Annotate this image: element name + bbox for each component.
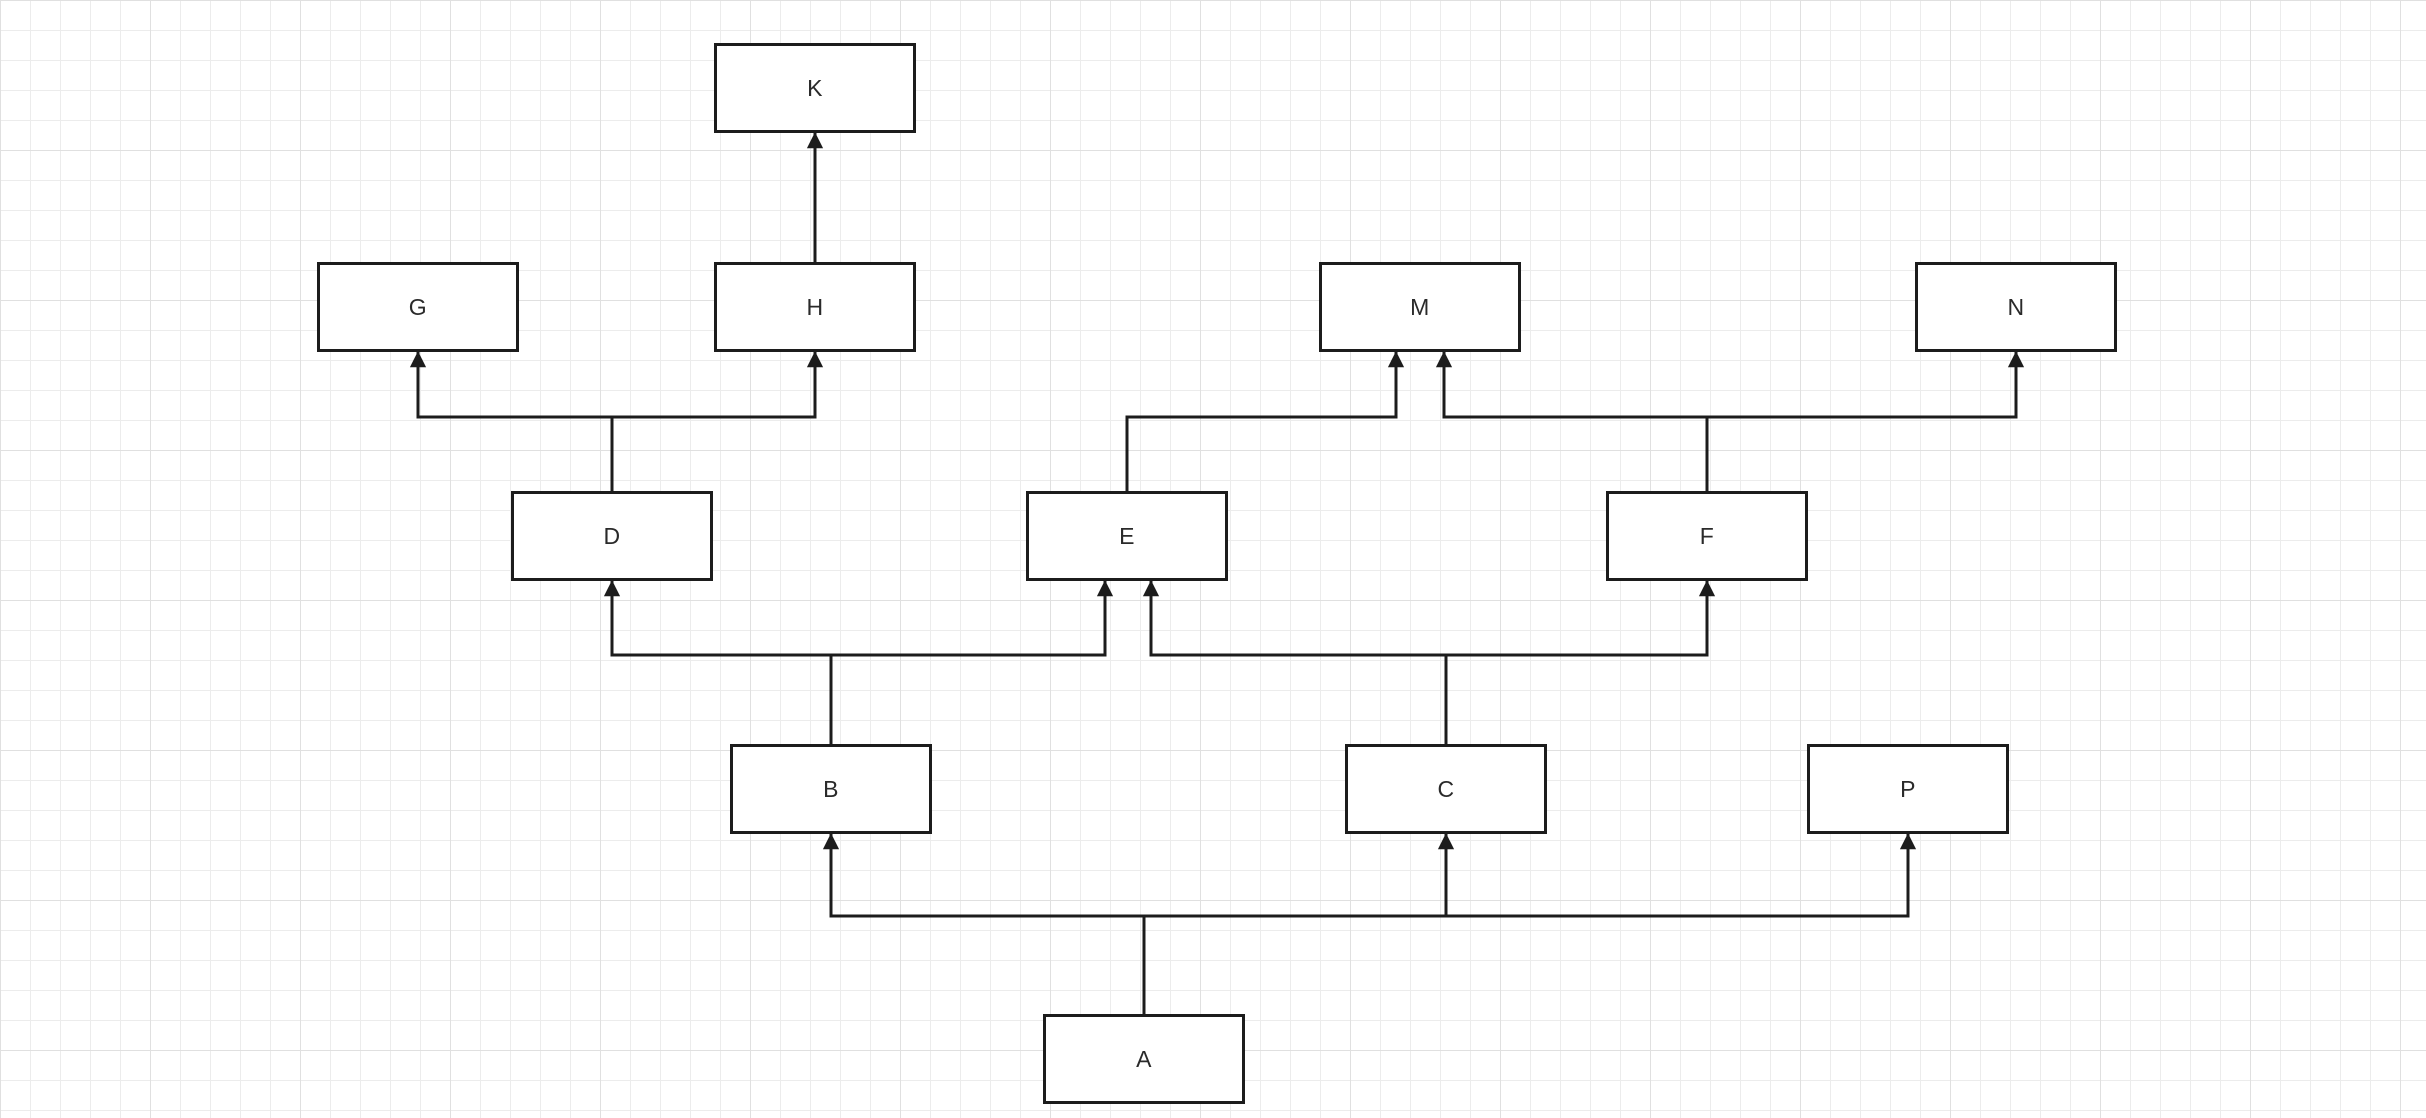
- node-D[interactable]: D: [511, 491, 713, 581]
- node-G[interactable]: G: [317, 262, 519, 352]
- node-K[interactable]: K: [714, 43, 916, 133]
- node-label-K: K: [807, 74, 823, 101]
- node-label-D: D: [603, 522, 621, 549]
- edge-B-E[interactable]: [829, 580, 1114, 744]
- edge-D-H[interactable]: [610, 351, 824, 491]
- node-F[interactable]: F: [1606, 491, 1808, 581]
- node-E[interactable]: E: [1026, 491, 1228, 581]
- edge-C-F[interactable]: [1444, 580, 1716, 744]
- node-label-P: P: [1900, 775, 1916, 802]
- node-label-B: B: [823, 775, 839, 802]
- node-label-M: M: [1410, 293, 1430, 320]
- node-N[interactable]: N: [1915, 262, 2117, 352]
- node-H[interactable]: H: [714, 262, 916, 352]
- edge-E-M[interactable]: [1125, 351, 1405, 491]
- node-label-C: C: [1437, 775, 1455, 802]
- node-M[interactable]: M: [1319, 262, 1521, 352]
- node-P[interactable]: P: [1807, 744, 2009, 834]
- node-label-F: F: [1699, 522, 1715, 549]
- node-label-G: G: [408, 293, 428, 320]
- node-label-A: A: [1136, 1045, 1152, 1072]
- node-label-N: N: [2007, 293, 2025, 320]
- node-C[interactable]: C: [1345, 744, 1547, 834]
- node-A[interactable]: A: [1043, 1014, 1245, 1104]
- node-label-H: H: [806, 293, 824, 320]
- node-B[interactable]: B: [730, 744, 932, 834]
- edge-A-P[interactable]: [1142, 833, 1917, 1014]
- node-label-E: E: [1119, 522, 1135, 549]
- edge-F-N[interactable]: [1705, 351, 2025, 491]
